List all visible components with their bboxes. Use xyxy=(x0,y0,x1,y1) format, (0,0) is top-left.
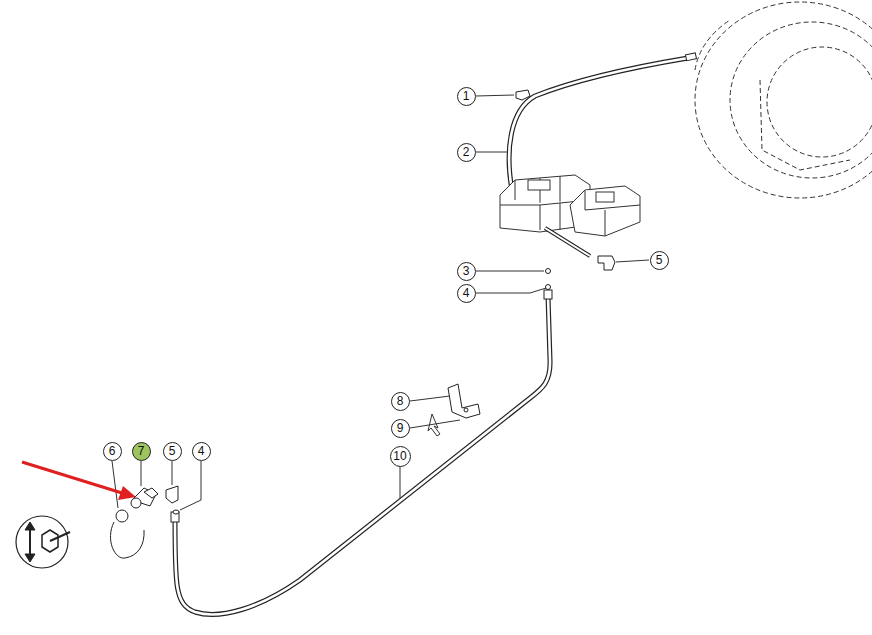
coupling xyxy=(131,488,158,508)
leader-line xyxy=(112,95,649,510)
callout-text: 6 xyxy=(109,445,116,457)
brake-pipe xyxy=(545,228,590,256)
callout-text: 8 xyxy=(397,395,404,407)
elbow-fitting xyxy=(598,256,615,270)
bracket xyxy=(448,384,480,418)
callout-text: 2 xyxy=(463,146,470,158)
callout-number: 5 xyxy=(163,442,182,461)
pointer-arrow xyxy=(22,462,136,500)
callout-number: 1 xyxy=(457,87,476,106)
brake-hose xyxy=(509,53,696,190)
valve-block xyxy=(500,175,640,236)
callout-number: 5 xyxy=(650,251,669,270)
adjust-icon xyxy=(16,516,70,568)
callout-number: 6 xyxy=(103,442,122,461)
callout-text: 5 xyxy=(656,254,663,266)
callout-number: 8 xyxy=(391,392,410,411)
callout-text: 4 xyxy=(198,445,205,457)
elbow-fitting xyxy=(166,486,178,503)
callout-text: 1 xyxy=(463,90,470,102)
callout-number: 4 xyxy=(457,284,476,303)
callout-number: 2 xyxy=(457,143,476,162)
washer xyxy=(546,269,551,274)
callout-text: 9 xyxy=(397,422,404,434)
callout-number: 10 xyxy=(390,446,411,467)
callout-text: 4 xyxy=(463,287,470,299)
callout-number: 7 xyxy=(132,442,151,461)
callout-text: 3 xyxy=(463,265,470,277)
dust-cap xyxy=(110,510,144,558)
washer xyxy=(546,285,551,290)
callout-text: 7 xyxy=(138,445,145,457)
callout-number: 3 xyxy=(457,262,476,281)
wheel xyxy=(695,2,872,198)
callout-number: 4 xyxy=(192,442,211,461)
callout-text: 5 xyxy=(169,445,176,457)
callout-text: 10 xyxy=(393,450,406,462)
callout-number: 9 xyxy=(391,419,410,438)
clip xyxy=(516,90,530,100)
washer xyxy=(173,510,179,514)
brake-hose xyxy=(171,290,552,614)
